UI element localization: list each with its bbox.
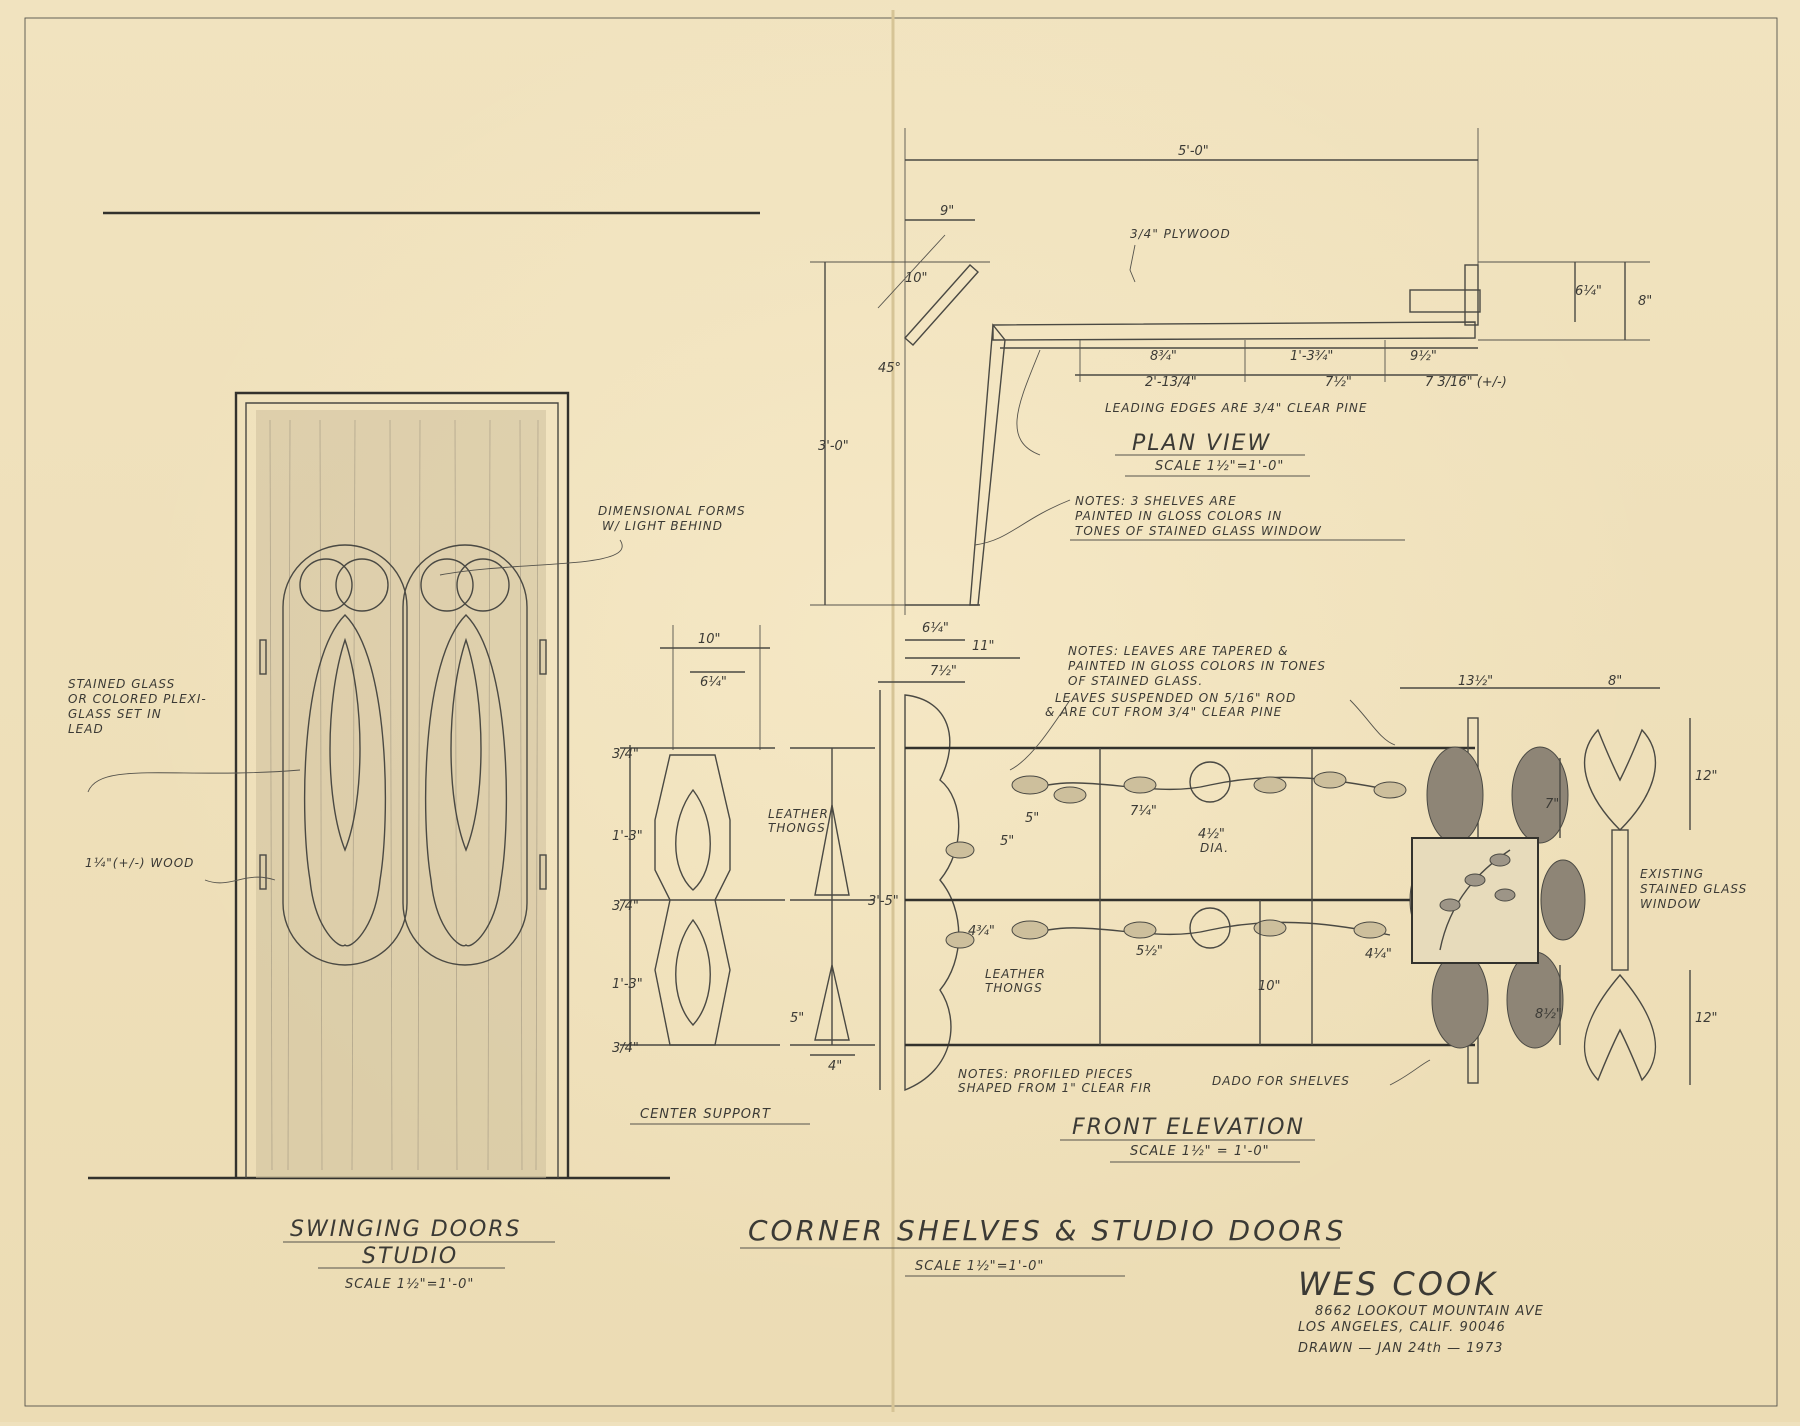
fe-existing-window-1: EXISTING — [1640, 867, 1704, 881]
plan-view-drawing — [810, 128, 1650, 615]
fe-dim-10: 10" — [1258, 979, 1281, 994]
front-elevation-title: FRONT ELEVATION — [1072, 1115, 1305, 1140]
fe-dim-4-1-2: 4½" — [1198, 827, 1225, 842]
fe-notes-profiled-2: SHAPED FROM 1" CLEAR FIR — [958, 1081, 1152, 1095]
plan-dim-7-1-2: 7½" — [930, 664, 957, 679]
plan-row2-b: 7½" — [1325, 375, 1352, 390]
cs-leather-thongs-2: THONGS — [768, 821, 826, 835]
plan-notes-2: PAINTED IN GLOSS COLORS IN — [1075, 509, 1282, 523]
cs-dim-10: 10" — [698, 632, 721, 647]
door-subtitle: STUDIO — [362, 1244, 458, 1269]
plan-dim-8: 8" — [1638, 294, 1652, 309]
fe-dim-7: 7" — [1545, 797, 1559, 812]
fe-leather-thongs-1: LEATHER — [985, 967, 1046, 981]
sheet-title: CORNER SHELVES & STUDIO DOORS — [748, 1214, 1346, 1247]
plan-dim-6-1-4: 6¼" — [1575, 284, 1602, 299]
fe-notes-leaves-3: OF STAINED GLASS. — [1068, 674, 1203, 688]
plan-dim-overall: 5'-0" — [1178, 144, 1209, 159]
cs-dim-1-3-a: 1'-3" — [612, 829, 643, 844]
fe-dim-7-1-4: 7¼" — [1130, 804, 1157, 819]
plan-dim-10: 10" — [905, 271, 928, 286]
center-support-drawing — [620, 625, 875, 1056]
sheet-border — [24, 17, 1778, 1407]
plan-row1-b: 1'-3¾" — [1290, 349, 1333, 364]
fe-notes-profiled-1: NOTES: PROFILED PIECES — [958, 1067, 1134, 1081]
plan-dim-3ft: 3'-0" — [818, 439, 849, 454]
plan-notes-1: NOTES: 3 SHELVES ARE — [1075, 494, 1237, 508]
fe-dia-label: DIA. — [1200, 841, 1229, 855]
fe-dim-5-1-2: 5½" — [1136, 944, 1163, 959]
cs-dim-6-1-4: 6¼" — [700, 675, 727, 690]
plan-leading-edges-note: LEADING EDGES ARE 3/4" CLEAR PINE — [1105, 401, 1367, 415]
fe-dim-3-5: 3'-5" — [868, 894, 899, 909]
fe-dim-13-1-2: 13½" — [1458, 674, 1493, 689]
swinging-door-elevation — [87, 211, 760, 1180]
cs-dim-1-3-b: 1'-3" — [612, 977, 643, 992]
cs-dim-4: 4" — [828, 1059, 842, 1074]
plan-dim-9: 9" — [940, 204, 954, 219]
sheet-scale: SCALE 1½"=1'-0" — [915, 1259, 1044, 1274]
plan-row1-c: 9½" — [1410, 349, 1437, 364]
plan-view-scale: SCALE 1½"=1'-0" — [1155, 459, 1284, 474]
cs-dim-3-4-bot: 3/4" — [612, 1041, 639, 1056]
front-elevation-scale: SCALE 1½" = 1'-0" — [1130, 1144, 1270, 1159]
fe-notes-suspended-1: LEAVES SUSPENDED ON 5/16" ROD — [1055, 691, 1296, 705]
wood-thickness-label: 1¼"(+/-) WOOD — [85, 856, 194, 870]
fe-dado-label: DADO FOR SHELVES — [1212, 1074, 1350, 1088]
plan-notes-3: TONES OF STAINED GLASS WINDOW — [1075, 524, 1322, 538]
author-signature: WES COOK — [1298, 1265, 1498, 1303]
cs-leather-thongs-1: LEATHER — [768, 807, 829, 821]
fe-existing-window-2: STAINED GLASS — [1640, 882, 1747, 896]
dimensional-forms-label-1: DIMENSIONAL FORMS — [598, 504, 746, 518]
stained-glass-label-1: STAINED GLASS — [68, 677, 175, 691]
fe-dim-4-3-4: 4¾" — [968, 924, 995, 939]
fe-notes-leaves-2: PAINTED IN GLOSS COLORS IN TONES — [1068, 659, 1326, 673]
author-address-2: LOS ANGELES, CALIF. 90046 — [1298, 1320, 1506, 1335]
plan-dim-45: 45° — [878, 361, 901, 376]
fe-dim-8: 8" — [1608, 674, 1622, 689]
stained-glass-label-4: LEAD — [68, 722, 104, 736]
author-address-1: 8662 LOOKOUT MOUNTAIN AVE — [1315, 1304, 1544, 1319]
dimensional-forms-label-2: W/ LIGHT BEHIND — [602, 519, 723, 533]
plan-plywood-label: 3/4" PLYWOOD — [1130, 227, 1231, 241]
fe-dim-8-1-2: 8½" — [1535, 1007, 1562, 1022]
fe-existing-window-3: WINDOW — [1640, 897, 1701, 911]
fe-dim-5-b: 5" — [1000, 834, 1014, 849]
plan-dim-bottom-6-1-4: 6¼" — [922, 621, 949, 636]
cs-dim-3-4-mid: 3/4" — [612, 899, 639, 914]
fe-dim-4-1-4: 4¼" — [1365, 947, 1392, 962]
fe-leather-thongs-2: THONGS — [985, 981, 1043, 995]
center-support-title: CENTER SUPPORT — [640, 1107, 771, 1122]
stained-glass-label-2: OR COLORED PLEXI- — [68, 692, 207, 706]
fe-dim-12-bot: 12" — [1695, 1011, 1718, 1026]
plan-dim-11: 11" — [972, 639, 995, 654]
fe-notes-suspended-2: & ARE CUT FROM 3/4" CLEAR PINE — [1045, 705, 1282, 719]
plan-row2-c: 7 3/16" (+/-) — [1425, 375, 1507, 390]
plan-row1-a: 8¾" — [1150, 349, 1177, 364]
cs-dim-5: 5" — [790, 1011, 804, 1026]
drawn-date: DRAWN — JAN 24th — 1973 — [1298, 1341, 1503, 1356]
plan-view-title: PLAN VIEW — [1132, 431, 1271, 456]
stained-glass-label-3: GLASS SET IN — [68, 707, 162, 721]
fe-dim-12-top: 12" — [1695, 769, 1718, 784]
fe-dim-5-a: 5" — [1025, 811, 1039, 826]
door-scale: SCALE 1½"=1'-0" — [345, 1277, 474, 1292]
front-elevation-drawing — [879, 687, 1691, 1092]
cs-dim-3-4-top: 3/4" — [612, 747, 639, 762]
plan-row2-a: 2'-13/4" — [1145, 375, 1197, 390]
fe-notes-leaves-1: NOTES: LEAVES ARE TAPERED & — [1068, 644, 1288, 658]
door-title: SWINGING DOORS — [290, 1217, 522, 1242]
